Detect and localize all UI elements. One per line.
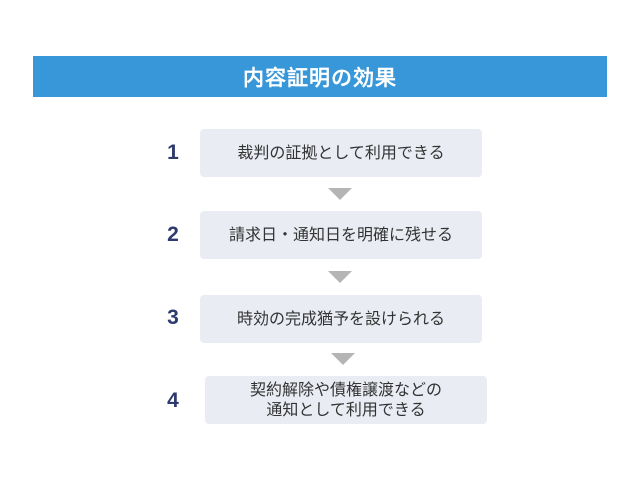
step-3-box: 時効の完成猶予を設けられる xyxy=(200,295,482,343)
down-arrow-icon xyxy=(328,188,352,200)
step-3-number: 3 xyxy=(167,306,179,329)
title-banner: 内容証明の効果 xyxy=(33,56,607,97)
step-1-text: 裁判の証拠として利用できる xyxy=(237,143,445,162)
step-4-text: 契約解除や債権譲渡などの 通知として利用できる xyxy=(249,380,442,419)
step-1-box: 裁判の証拠として利用できる xyxy=(200,129,482,177)
step-2-box: 請求日・通知日を明確に残せる xyxy=(200,211,482,259)
step-4-number: 4 xyxy=(167,389,179,412)
down-arrow-icon xyxy=(328,271,352,283)
down-arrow-icon xyxy=(331,353,355,365)
step-3-text: 時効の完成猶予を設けられる xyxy=(236,309,445,328)
step-2-text: 請求日・通知日を明確に残せる xyxy=(228,225,453,244)
step-1-number: 1 xyxy=(167,141,179,164)
step-2-number: 2 xyxy=(167,223,179,246)
step-4-box: 契約解除や債権譲渡などの 通知として利用できる xyxy=(205,376,487,424)
title: 内容証明の効果 xyxy=(243,65,397,90)
